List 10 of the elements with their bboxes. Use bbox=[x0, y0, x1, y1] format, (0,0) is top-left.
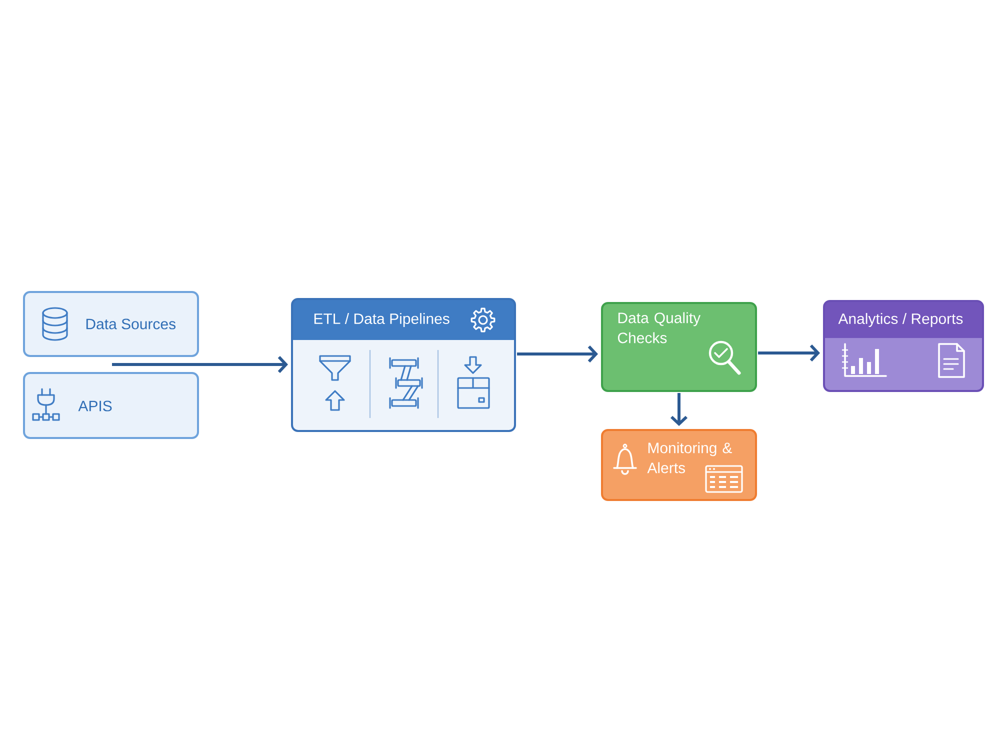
source-box: APIS bbox=[23, 372, 199, 439]
header-card: ETL / Data Pipelines bbox=[291, 298, 516, 432]
arrow bbox=[758, 344, 820, 362]
header-card: Analytics / Reports bbox=[823, 300, 984, 392]
process-box: Monitoring & Alerts bbox=[601, 429, 757, 501]
source-box: Data Sources bbox=[23, 291, 199, 357]
arrow bbox=[670, 393, 688, 426]
arrow bbox=[112, 356, 288, 374]
process-box: Data Quality Checks bbox=[601, 302, 757, 392]
arrow bbox=[517, 345, 598, 363]
